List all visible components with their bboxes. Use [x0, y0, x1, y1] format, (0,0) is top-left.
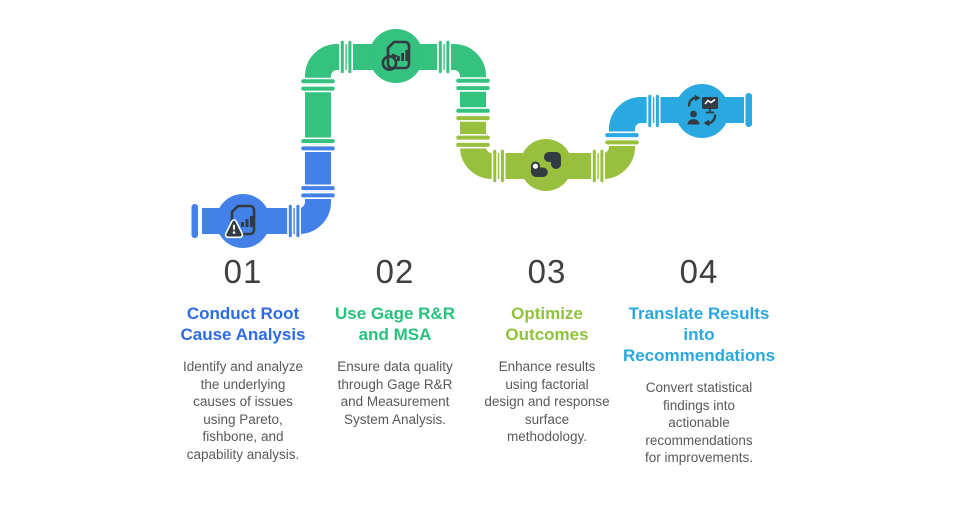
report-refresh-icon [381, 40, 411, 71]
step-4-column: 04 Translate Results into Recommendation… [614, 252, 784, 467]
step-3-column: 03 Optimize Outcomes Enhance results usi… [462, 252, 632, 446]
step-1-number: 01 [223, 253, 263, 290]
step-1-node [216, 194, 270, 248]
step-4-node [675, 84, 729, 138]
pipeline-graphic [191, 29, 752, 248]
step-4-description: Convert statistical findings into action… [644, 380, 754, 466]
step-3-number: 03 [527, 253, 567, 290]
pipe-end-cap [745, 93, 752, 127]
step-1-title: Conduct Root Cause Analysis [180, 304, 306, 345]
pipe-start-cap [191, 204, 198, 238]
step-2-title: Use Gage R&R and MSA [335, 304, 455, 345]
step-2-column: 02 Use Gage R&R and MSA Ensure data qual… [310, 252, 480, 428]
pipe-segment-cyan [609, 97, 744, 142]
presentation-exchange-icon [687, 94, 718, 127]
step-1-description: Identify and analyze the underlying caus… [182, 359, 304, 462]
step-4-number: 04 [679, 253, 719, 290]
step-4-title: Translate Results into Recommendations [622, 304, 776, 366]
optimization-icon [531, 152, 561, 177]
report-alert-icon [224, 204, 256, 239]
step-2-number: 02 [375, 253, 415, 290]
pipe-flange-joint [299, 77, 641, 200]
step-3-title: Optimize Outcomes [505, 304, 589, 345]
step-3-description: Enhance results using factorial design a… [484, 359, 610, 445]
step-2-node [369, 29, 423, 83]
pipe-ring-joint [287, 39, 661, 239]
step-3-node [520, 139, 572, 191]
step-2-description: Ensure data quality through Gage R&R and… [337, 359, 453, 427]
step-1-column: 01 Conduct Root Cause Analysis Identify … [158, 252, 328, 463]
